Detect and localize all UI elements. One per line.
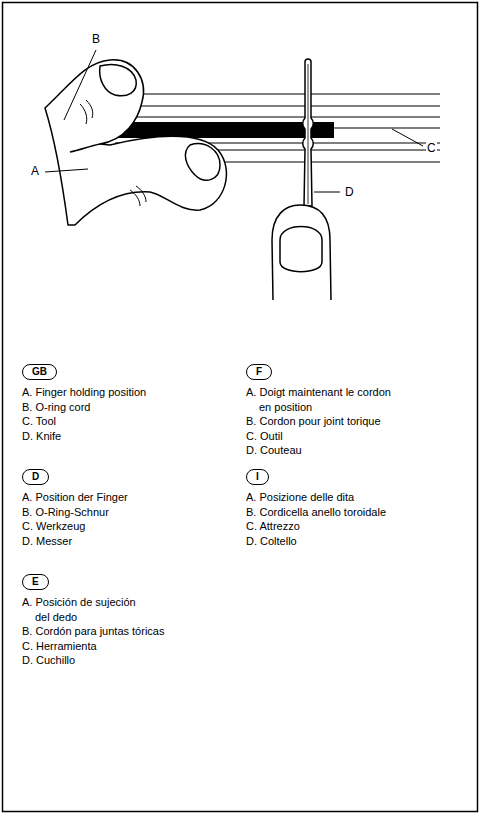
legend-item: A. Posizione delle dita <box>246 490 459 505</box>
language-code: GB <box>32 366 47 378</box>
legend-item: C. Attrezzo <box>246 519 459 534</box>
legend-item: D. Couteau <box>246 443 459 458</box>
legend-item: B. O-Ring-Schnur <box>22 505 235 520</box>
language-code: D <box>32 471 39 483</box>
callout-letter: A <box>30 164 40 178</box>
legend-item: B. O-ring cord <box>22 400 235 415</box>
legend-item: D. Coltello <box>246 534 459 549</box>
legend-item: C. Outil <box>246 429 459 444</box>
language-badge: F <box>246 364 272 380</box>
frame <box>3 3 478 812</box>
language-code: E <box>32 576 39 588</box>
legend-item: D. Knife <box>22 429 235 444</box>
callout-letter: C <box>426 141 437 155</box>
legend-item: C. Herramienta <box>22 639 235 654</box>
callout-letter: B <box>91 32 101 46</box>
knife <box>272 59 331 300</box>
legend-item: A. Position der Finger <box>22 490 235 505</box>
legend-item: C. Tool <box>22 414 235 429</box>
legend-item: B. Cordón para juntas tóricas <box>22 624 235 639</box>
leader-lines <box>45 50 423 192</box>
language-badge: E <box>22 574 49 590</box>
legend-item: A. Finger holding position <box>22 385 235 400</box>
legend-item: D. Messer <box>22 534 235 549</box>
legend-item: A. Posición de sujeción del dedo <box>22 595 143 624</box>
legend-item: C. Werkzeug <box>22 519 235 534</box>
legend-item: A. Doigt maintenant le cordon en positio… <box>246 385 397 414</box>
legend-item: D. Cuchillo <box>22 653 235 668</box>
language-badge: GB <box>22 364 57 380</box>
language-badge: D <box>22 469 49 485</box>
language-code: F <box>256 366 262 378</box>
legend-item: B. Cordicella anello toroidale <box>246 505 459 520</box>
language-code: I <box>256 471 259 483</box>
callout-letter: D <box>344 185 355 199</box>
hand <box>45 60 226 225</box>
legend-item: B. Cordon pour joint torique <box>246 414 459 429</box>
language-badge: I <box>246 469 269 485</box>
